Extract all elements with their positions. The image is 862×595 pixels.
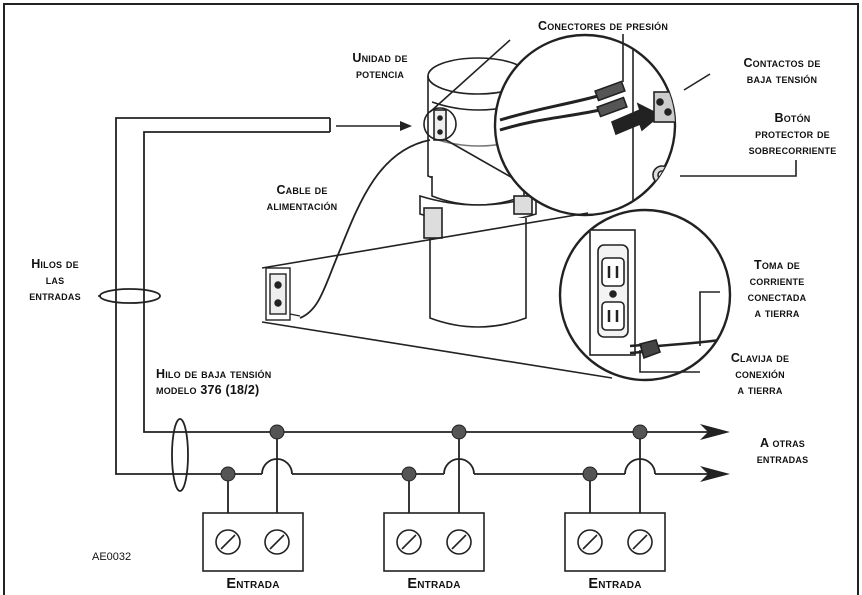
label-inlet-wires-line1: Hilos de [31, 257, 79, 271]
label-pressure-connectors: Conectores de presión [538, 19, 669, 33]
label-power-cable-line1: Cable de [276, 183, 328, 197]
power-unit-illustration [419, 57, 537, 328]
wire-junctions [220, 424, 648, 482]
label-inlet-b: Entrada [407, 576, 461, 592]
inlet-terminal-c [564, 512, 666, 572]
label-low-voltage-contacts-line2: baja tensión [746, 72, 818, 86]
arrow-upper-line [700, 424, 730, 440]
label-grounded-outlet-line3: conectada [747, 290, 807, 304]
label-inlet-c: Entrada [588, 576, 642, 592]
label-other-inlets-line1: A otras [760, 436, 805, 450]
label-grounded-outlet-line4: a tierra [754, 306, 800, 320]
label-other-inlets-line2: entradas [756, 452, 809, 466]
label-grounded-outlet: Toma de corriente conectada a tierra [722, 257, 832, 321]
label-power-unit-line1: Unidad de [352, 51, 408, 65]
inlet-terminal-b [383, 512, 485, 572]
leader-lines [98, 34, 797, 373]
label-low-voltage-wire-line2: modelo 376 (18/2) [156, 383, 260, 397]
zoom-pressure-connectors [423, 33, 677, 217]
label-overcurrent-button: Botón protector de sobrecorriente [725, 110, 860, 158]
zoom-outlet [261, 208, 732, 382]
label-ground-plug-line2: conexión [735, 367, 785, 381]
label-power-cable: Cable de alimentación [252, 182, 352, 214]
label-low-voltage-contacts-line1: Contactos de [743, 56, 821, 70]
label-inlet-wires-line2: las [45, 273, 65, 287]
label-low-voltage-wire: Hilo de baja tensión modelo 376 (18/2) [156, 366, 271, 398]
label-overcurrent-button-line2: protector de [755, 127, 830, 141]
label-power-cable-line2: alimentación [266, 199, 338, 213]
label-inlet-wires-line3: entradas [29, 289, 81, 303]
label-low-voltage-wire-line1: Hilo de baja tensión [156, 367, 272, 381]
small-outlet-illustration [265, 267, 301, 321]
label-inlet-a: Entrada [226, 576, 280, 592]
label-power-unit-line2: potencia [355, 67, 405, 81]
label-ground-plug-line3: a tierra [737, 383, 783, 397]
power-cable-line [299, 139, 431, 319]
label-grounded-outlet-line2: corriente [749, 274, 805, 288]
label-overcurrent-button-line3: sobrecorriente [748, 143, 837, 157]
label-grounded-outlet-line1: Toma de [753, 258, 800, 272]
diagram-border [3, 3, 859, 595]
label-ground-plug: Clavija de conexión a tierra [705, 350, 815, 398]
label-ground-plug-line1: Clavija de [730, 351, 790, 365]
arrow-lower-line [700, 466, 730, 482]
figure-code: AE0032 [92, 551, 132, 563]
label-other-inlets: A otras entradas [735, 435, 830, 467]
label-low-voltage-contacts: Contactos de baja tensión [712, 55, 852, 87]
label-inlet-wires: Hilos de las entradas [10, 256, 100, 304]
label-overcurrent-button-line1: Botón [774, 111, 811, 125]
label-power-unit: Unidad de potencia [330, 50, 430, 82]
pointer-arrow-to-unit [336, 121, 412, 131]
inlet-terminal-a [202, 512, 304, 572]
